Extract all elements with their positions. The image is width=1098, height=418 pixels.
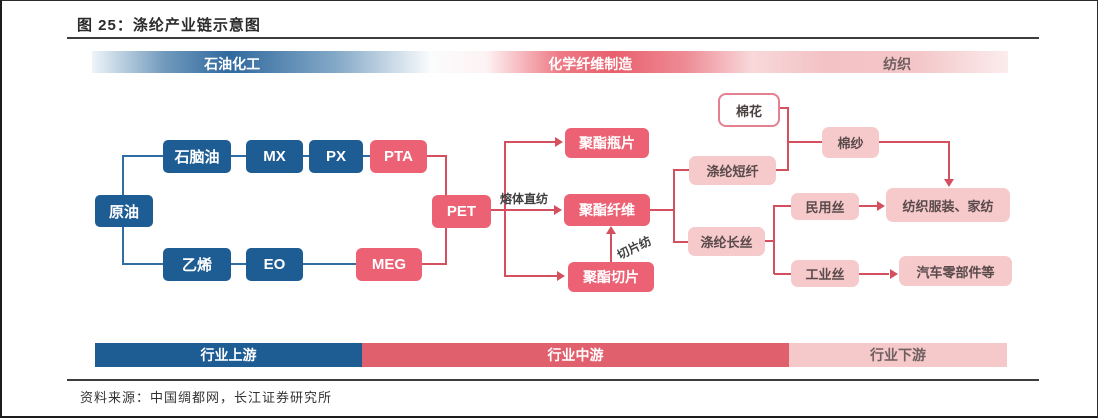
stage-textile: 纺织 [883, 56, 912, 72]
connector-filament-split [773, 205, 775, 274]
connector-split-civil [774, 205, 791, 207]
node-industrial-yarn: 工业丝 [791, 260, 859, 287]
source-divider [67, 379, 1039, 381]
label-melt-direct-spinning: 熔体直纺 [500, 192, 549, 206]
connector-split-staple [673, 169, 690, 171]
connector-px-pta [363, 155, 371, 157]
connector-split-industrial [774, 273, 791, 275]
stage-petrochemical: 石油化工 [204, 56, 261, 72]
node-meg: MEG [356, 248, 422, 281]
connector-ethylene-eo [231, 263, 247, 265]
connector-yarn-out [879, 141, 950, 143]
connector-yarn-merge [787, 107, 789, 171]
node-pta: PTA [370, 140, 427, 173]
connector-cotton-out [776, 107, 789, 109]
band-midstream: 行业中游 [362, 343, 789, 367]
connector-fiber-split [673, 170, 675, 243]
connector-pta-out [427, 155, 447, 157]
node-ethylene: 乙烯 [163, 248, 231, 281]
node-apparel: 纺织服装、家纺 [886, 188, 1010, 222]
arrow-into-apparel-top [944, 179, 954, 187]
node-cotton: 棉花 [718, 93, 780, 127]
node-staple-fiber: 涤纶短纤 [689, 156, 776, 185]
connector-trunk-naphtha [122, 155, 164, 157]
arrow-into-apparel-left [877, 201, 885, 211]
node-eo: EO [246, 248, 303, 281]
industry-stage-band: 石油化工 化学纤维制造 纺织 [92, 51, 1008, 73]
band-upstream: 行业上游 [95, 343, 362, 367]
connector-meg-pet [445, 228, 447, 265]
node-crude-oil: 原油 [95, 195, 153, 227]
node-polyester-chip: 聚酯切片 [568, 262, 654, 292]
stage-chemical-fiber: 化学纤维制造 [548, 56, 633, 72]
node-filament: 涤纶长丝 [688, 227, 765, 256]
figure-title: 图 25：涤纶产业链示意图 [77, 17, 261, 34]
node-civil-yarn: 民用丝 [791, 193, 859, 220]
band-downstream: 行业下游 [789, 343, 1007, 367]
node-px: PX [309, 140, 363, 173]
arrow-into-bottlechip [555, 137, 563, 147]
connector-naphtha-mx [231, 155, 247, 157]
node-mx: MX [246, 140, 303, 173]
node-naphtha: 石脑油 [163, 140, 231, 173]
connector-industrial-auto [859, 273, 889, 275]
arrow-into-auto [890, 269, 898, 279]
connector-meg-out [422, 263, 447, 265]
connector-civil-apparel [859, 205, 877, 207]
connector-pet-fiber [491, 209, 555, 211]
connector-yarn-apparel [948, 142, 950, 179]
arrow-into-fiber [554, 205, 562, 215]
arrow-into-chip [557, 271, 565, 281]
connector-pta-pet [445, 155, 447, 196]
connector-fiber-out [650, 209, 675, 211]
node-bottle-chip: 聚酯瓶片 [565, 128, 649, 158]
label-chip-spinning: 切片纺 [614, 233, 654, 263]
node-pet: PET [432, 195, 491, 228]
connector-pet-chip [505, 275, 557, 277]
connector-eo-meg [303, 263, 357, 265]
node-auto-parts: 汽车零部件等 [899, 256, 1012, 286]
connector-filament-out [765, 240, 775, 242]
connector-staple-out [776, 169, 789, 171]
connector-pet-trunk [504, 141, 506, 277]
source-note: 资料来源：中国绸都网，长江证券研究所 [80, 390, 333, 405]
connector-chip-fiber [610, 231, 612, 262]
connector-merge-yarn [788, 141, 822, 143]
node-polyester-fiber: 聚酯纤维 [564, 194, 650, 226]
connector-pet-bottlechip [505, 141, 555, 143]
industry-position-band: 行业上游 行业中游 行业下游 [95, 343, 1007, 367]
title-divider [67, 37, 1039, 39]
connector-trunk-ethylene [122, 263, 164, 265]
connector-split-filament [673, 241, 689, 243]
connector-mx-px [303, 155, 310, 157]
node-cotton-yarn: 棉纱 [822, 127, 879, 158]
arrow-chip-into-fiber [606, 226, 616, 234]
